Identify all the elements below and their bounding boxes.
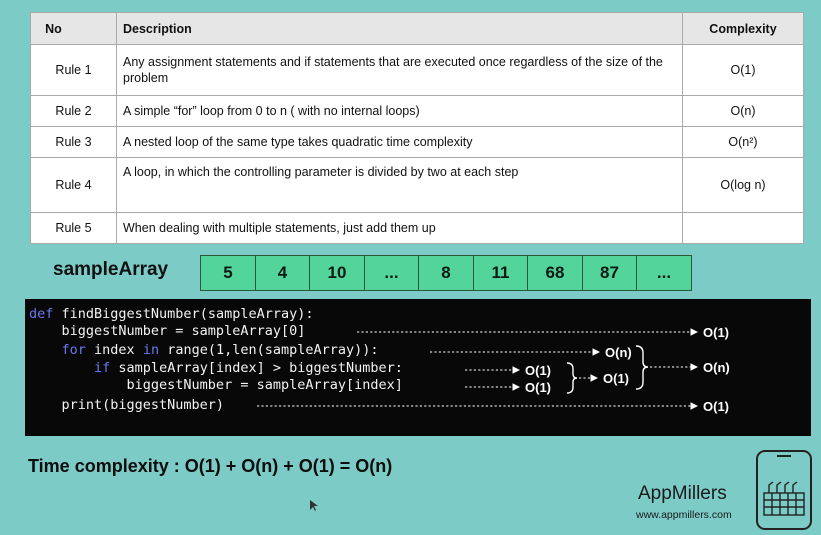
rule-number: Rule 2 xyxy=(30,95,117,127)
rule-complexity xyxy=(682,212,804,244)
code-keyword: if xyxy=(94,360,111,376)
brand-url: www.appmillers.com xyxy=(636,509,732,521)
annotation-arrows xyxy=(257,328,699,410)
array-cell: 11 xyxy=(472,255,529,291)
header-complexity: Complexity xyxy=(682,12,804,45)
code-panel: def findBiggestNumber(sampleArray): bigg… xyxy=(25,299,811,436)
code-keyword: for xyxy=(61,342,86,358)
code-line-assign: biggestNumber = sampleArray[0] xyxy=(29,323,306,340)
complexity-label-line1: O(1) xyxy=(703,325,729,340)
complexity-label-line2: O(n) xyxy=(605,345,632,360)
rule-number: Rule 1 xyxy=(30,44,117,96)
array-cell: 87 xyxy=(581,255,638,291)
table-row: Rule 1 Any assignment statements and if … xyxy=(30,44,804,96)
rule-description: Any assignment statements and if stateme… xyxy=(116,44,683,96)
complexity-label-if-block: O(1) xyxy=(603,371,629,386)
time-complexity-formula: Time complexity : O(1) + O(n) + O(1) = O… xyxy=(28,456,392,477)
code-text: sampleArray[index] > biggestNumber: xyxy=(110,360,403,376)
formula-expression: O(1) + O(n) + O(1) = O(n) xyxy=(184,456,393,476)
header-description: Description xyxy=(116,12,683,45)
array-cell: ... xyxy=(363,255,420,291)
rule-complexity: O(n) xyxy=(682,95,804,127)
header-no: No xyxy=(30,12,117,45)
mouse-cursor-icon xyxy=(310,500,318,511)
code-line-def: def findBiggestNumber(sampleArray): xyxy=(29,306,313,323)
table-row: Rule 2 A simple “for” loop from 0 to n (… xyxy=(30,95,804,127)
rule-description: When dealing with multiple statements, j… xyxy=(116,212,683,244)
table-row: Rule 5 When dealing with multiple statem… xyxy=(30,212,804,244)
array-cell: 10 xyxy=(309,255,365,291)
array-cell: ... xyxy=(636,255,692,291)
code-keyword: in xyxy=(142,342,160,358)
appmillers-logo-icon xyxy=(756,450,812,530)
code-text: biggestNumber = sampleArray[0] xyxy=(29,323,306,339)
complexity-label-line4: O(1) xyxy=(525,380,551,395)
rule-description: A loop, in which the controlling paramet… xyxy=(116,157,683,213)
brace-loop xyxy=(635,345,649,390)
rule-number: Rule 5 xyxy=(30,212,117,244)
array-cell: 4 xyxy=(254,255,311,291)
sample-array-label: sampleArray xyxy=(53,259,169,280)
code-text: biggestNumber = sampleArray[index] xyxy=(29,377,403,393)
formula-label: Time complexity : xyxy=(28,456,185,476)
complexity-label-line5: O(1) xyxy=(703,399,729,414)
sample-array: 5 4 10 ... 8 11 68 87 ... xyxy=(200,255,692,291)
complexity-label-loop-block: O(n) xyxy=(703,360,730,375)
code-text: print(biggestNumber) xyxy=(29,397,225,413)
brand-name: AppMillers xyxy=(638,483,727,504)
rule-complexity: O(log n) xyxy=(682,157,804,213)
code-line-if: if sampleArray[index] > biggestNumber: xyxy=(29,360,403,377)
code-text: range(1,len(sampleArray)): xyxy=(159,342,379,358)
array-cell: 68 xyxy=(527,255,583,291)
table-row: Rule 4 A loop, in which the controlling … xyxy=(30,157,804,213)
rules-table: No Description Complexity Rule 1 Any ass… xyxy=(30,12,804,244)
rule-description: A nested loop of the same type takes qua… xyxy=(116,126,683,158)
code-line-for: for index in range(1,len(sampleArray)): xyxy=(29,342,379,359)
rule-complexity: O(n²) xyxy=(682,126,804,158)
table-header-row: No Description Complexity xyxy=(30,12,804,45)
code-text: index xyxy=(85,342,143,358)
brace-if xyxy=(566,362,578,394)
code-text: findBiggestNumber(sampleArray): xyxy=(53,306,314,322)
complexity-label-line3: O(1) xyxy=(525,363,551,378)
rule-description: A simple “for” loop from 0 to n ( with n… xyxy=(116,95,683,127)
code-line-print: print(biggestNumber) xyxy=(29,397,225,414)
rule-number: Rule 4 xyxy=(30,157,117,213)
array-cell: 5 xyxy=(200,255,256,291)
array-cell: 8 xyxy=(418,255,474,291)
rule-number: Rule 3 xyxy=(30,126,117,158)
table-row: Rule 3 A nested loop of the same type ta… xyxy=(30,126,804,158)
code-line-update: biggestNumber = sampleArray[index] xyxy=(29,377,403,394)
code-keyword: def xyxy=(29,306,54,322)
rule-complexity: O(1) xyxy=(682,44,804,96)
